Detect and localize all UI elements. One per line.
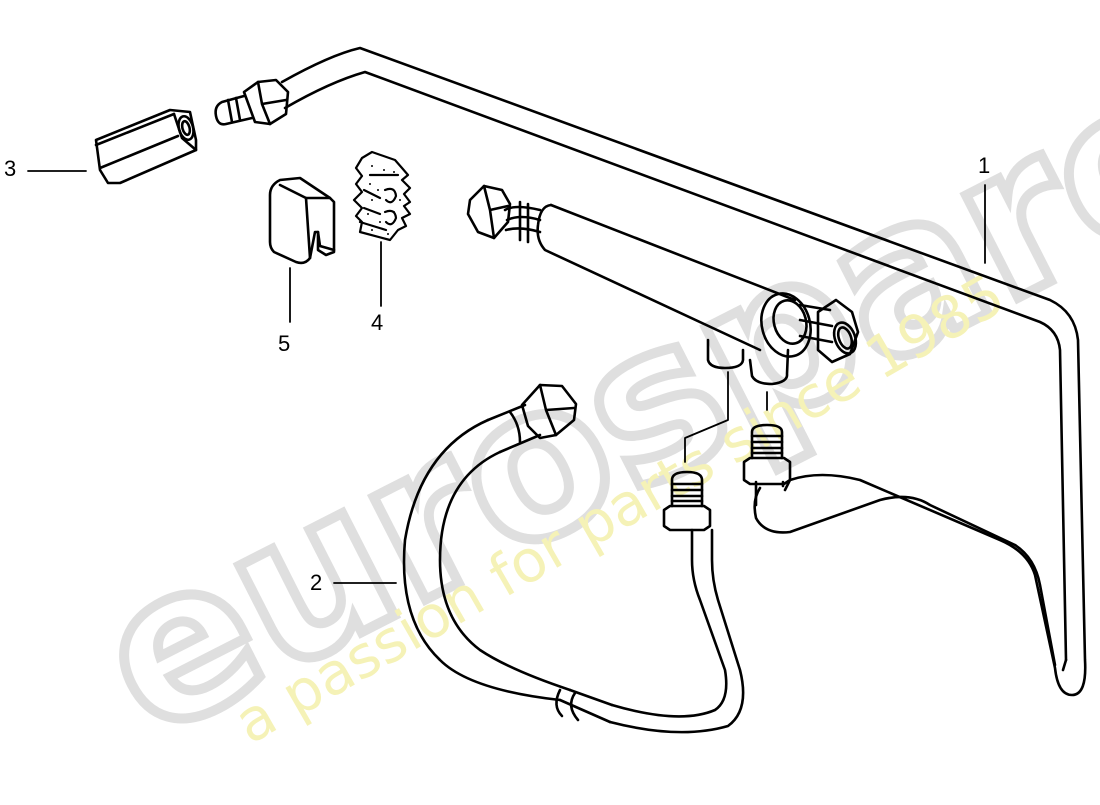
callout-4: 4 [371,310,384,335]
part-4-dots [367,165,401,235]
part-5-u-clip[interactable] [268,176,336,265]
part-4-serrated-pad[interactable] [352,150,412,242]
callout-5: 5 [278,331,291,356]
part-2-flexible-hose[interactable] [402,383,745,734]
callout-3: 3 [4,156,17,181]
callout-1: 1 [978,153,991,178]
leader-lines [27,170,986,584]
callout-2: 2 [310,570,323,595]
part-3-connector-sleeve[interactable] [94,108,198,185]
part-1-rigid-pipe[interactable] [214,46,1087,697]
filter-housing[interactable] [466,184,860,463]
